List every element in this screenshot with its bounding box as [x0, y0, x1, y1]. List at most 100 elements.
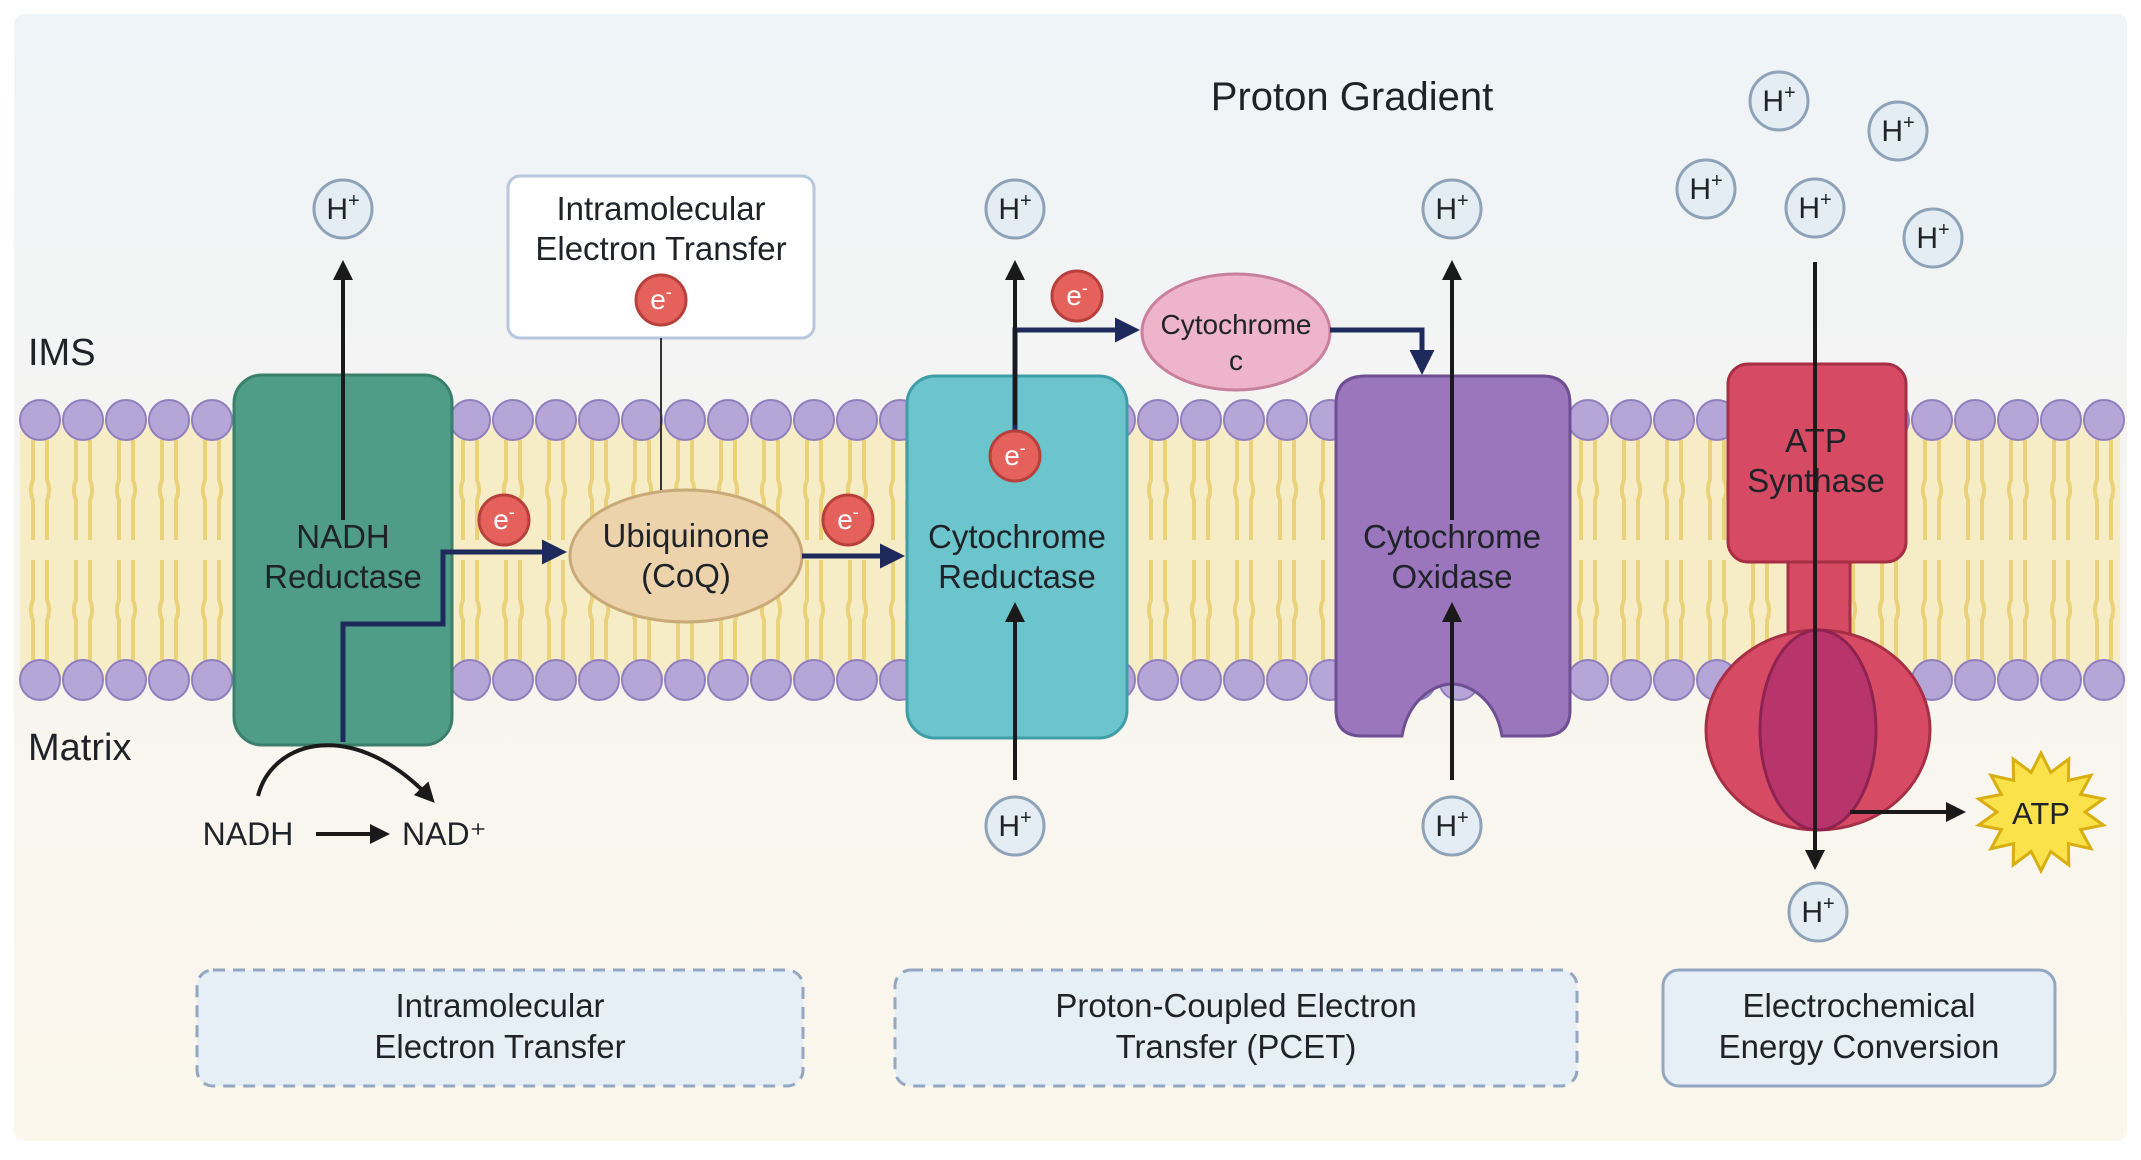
phospholipid-head [1997, 659, 2039, 701]
lipid-tail [458, 440, 465, 540]
proton: H+ [1867, 100, 1929, 162]
proton-flow-arrows [256, 260, 1966, 870]
lipid-tail [845, 560, 852, 660]
svg-text:e-: e- [650, 282, 672, 315]
lipid-tail [217, 440, 224, 540]
lipid-tail [1146, 560, 1153, 660]
electron-symbol: e [650, 284, 666, 315]
lipid-tail [2006, 440, 2013, 540]
svg-text:e-: e- [1004, 438, 1026, 471]
lipid-tail [174, 440, 181, 540]
phospholipid-head [1266, 399, 1308, 441]
phospholipid-head [1653, 659, 1695, 701]
callout-line-2: Electron Transfer [535, 230, 786, 267]
lipid-tail [1249, 560, 1256, 660]
phospholipid-head [62, 399, 104, 441]
lipid-tail [888, 560, 895, 660]
phospholipid-head [750, 659, 792, 701]
lipid-tail [1920, 560, 1927, 660]
ubiquinone-label-1: Ubiquinone [603, 517, 770, 554]
phospholipid-head [578, 659, 620, 701]
nadh-reductase-label-2: Reductase [264, 558, 422, 595]
phospholipid-head [793, 659, 835, 701]
lipid-tail [1980, 440, 1987, 540]
summary-boxes: Intramolecular Electron Transfer Proton-… [195, 968, 2057, 1088]
lipid-tail [1877, 560, 1884, 660]
lipid-tail [544, 560, 551, 660]
summary-pcet-line-2: Transfer (PCET) [1116, 1028, 1357, 1065]
lipid-tail [1593, 440, 1600, 540]
lipid-tail [518, 560, 525, 660]
matrix-label: Matrix [28, 727, 131, 769]
lipid-tail [2023, 440, 2030, 540]
svg-text:H+: H+ [1801, 893, 1834, 929]
phospholipid-head [1180, 659, 1222, 701]
electron-symbol: e [1066, 280, 1082, 311]
lipid-tail [1851, 560, 1858, 660]
summary-intramolecular-line-1: Intramolecular [395, 987, 604, 1024]
proton: H+ [984, 178, 1046, 240]
proton-symbol: H [1689, 173, 1711, 206]
svg-text:H+: H+ [1916, 219, 1949, 255]
nad-product: NAD⁺ [402, 816, 486, 852]
proton: H+ [1421, 795, 1483, 857]
lipid-tail [1636, 440, 1643, 540]
electron: e- [821, 493, 875, 547]
proton-symbol: H [1762, 85, 1784, 118]
proton: H+ [984, 795, 1046, 857]
lipid-tail [1662, 560, 1669, 660]
svg-text:H+: H+ [1881, 112, 1914, 148]
phospholipid-head [1997, 399, 2039, 441]
lipid-tail [1275, 560, 1282, 660]
lipid-tail [2066, 560, 2073, 660]
lipid-tail [819, 440, 826, 540]
lipid-tail [1275, 440, 1282, 540]
lipid-tail [1705, 440, 1712, 540]
phospholipid-head [535, 659, 577, 701]
lipid-tail [2109, 440, 2116, 540]
lipid-tail [1705, 560, 1712, 660]
lipid-tail [114, 440, 121, 540]
svg-text:e-: e- [1066, 278, 1088, 311]
lipid-tail [157, 440, 164, 540]
svg-text:H+: H+ [326, 190, 359, 226]
lipid-tail [1318, 440, 1325, 540]
phospholipid-head [148, 659, 190, 701]
svg-text:H+: H+ [1435, 190, 1468, 226]
lipid-tail [776, 440, 783, 540]
ubiquinone-label-2: (CoQ) [641, 557, 731, 594]
lipid-tail [1189, 560, 1196, 660]
electron-path-cytc-to-oxidase [1330, 327, 1435, 375]
lipid-tail [45, 440, 52, 540]
lipid-tail [28, 560, 35, 660]
lipid-tail [819, 560, 826, 660]
proton: H+ [1421, 178, 1483, 240]
lipid-tail [2049, 440, 2056, 540]
lipid-tail [174, 560, 181, 660]
phospholipid-head [1653, 399, 1695, 441]
summary-electrochemical-line-2: Energy Conversion [1719, 1028, 2000, 1065]
atp-label: ATP [2012, 796, 2070, 831]
protons: H+ H+ H+ H+ H+ H+ H+ H+ H+ H+ H+ [312, 70, 1964, 943]
lipid-tail [475, 560, 482, 660]
proton: H+ [1784, 177, 1846, 239]
proton-symbol: H [1435, 193, 1457, 226]
proton: H+ [1787, 881, 1849, 943]
phospholipid-head [1567, 399, 1609, 441]
intramolecular-callout: Intramolecular Electron Transfer [506, 174, 816, 500]
lipid-tail [1232, 440, 1239, 540]
lipid-tail [1619, 560, 1626, 660]
cytochrome-oxidase-label-2: Oxidase [1391, 558, 1512, 595]
phospholipid-head [793, 399, 835, 441]
electron: e- [477, 493, 531, 547]
svg-text:H+: H+ [1798, 189, 1831, 225]
phospholipid-head [148, 399, 190, 441]
proton-symbol: H [998, 810, 1020, 843]
phospholipid-head [2083, 659, 2125, 701]
nadh-reactant: NADH [203, 816, 294, 852]
proton: H+ [1748, 70, 1810, 132]
nadh-reductase-label-1: NADH [296, 518, 390, 555]
electron: e- [988, 429, 1042, 483]
svg-text:H+: H+ [998, 190, 1031, 226]
